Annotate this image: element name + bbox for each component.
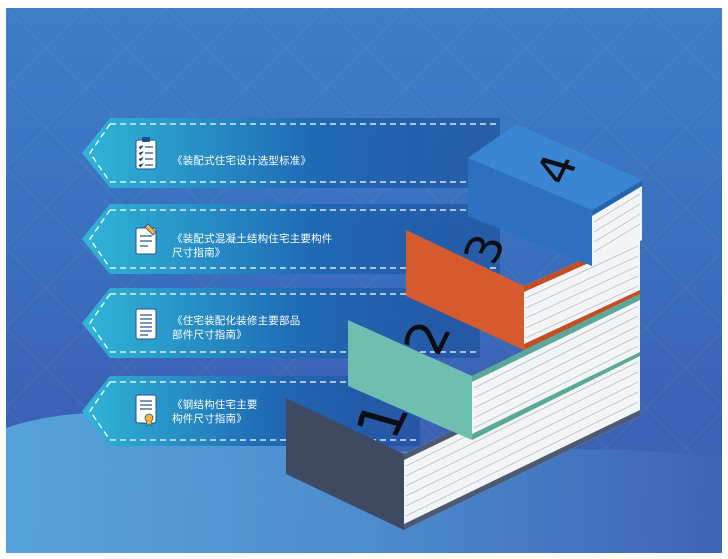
book-2: 2 [342,278,652,448]
edit-document-icon [134,222,158,258]
banner-label-3: 《住宅装配化装修主要部品 部件尺寸指南》 [172,315,301,341]
banner-label-1: 《装配式住宅设计选型标准》 [172,155,312,167]
infographic-canvas: 《装配式住宅设计选型标准》 《装配式混凝土结构住宅主要构件 尺寸指南》 [6,8,722,553]
banner-label-2: 《装配式混凝土结构住宅主要构件 尺寸指南》 [172,233,333,259]
book-4: 4 [462,118,652,278]
checklist-document-icon [134,136,158,172]
banner-item-2 [80,202,500,276]
banner-label-4: 《钢结构住宅主要 构件尺寸指南》 [172,399,258,425]
certificate-document-icon [134,392,158,428]
text-document-icon [134,306,158,342]
banner-item-1 [80,116,500,190]
